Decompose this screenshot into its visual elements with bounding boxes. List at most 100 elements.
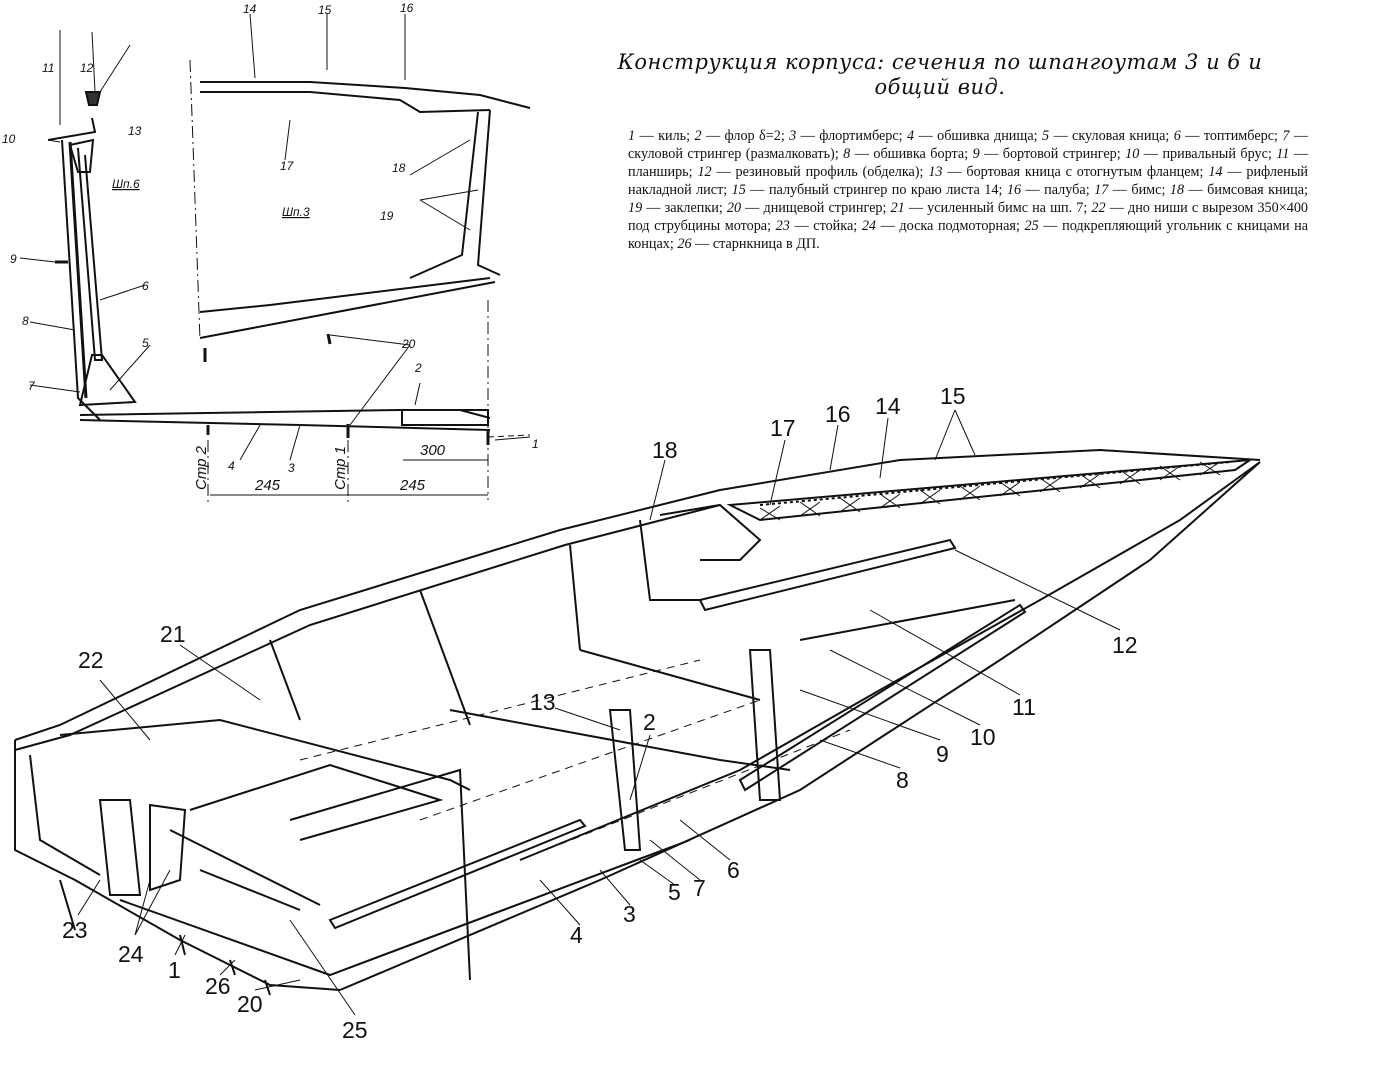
legend-text: бортовая кница с отогнутым фланцем — [966, 164, 1200, 180]
legend-number: 1 — [628, 128, 636, 144]
label-1: 1 — [532, 437, 539, 451]
legend-item: 19 — заклепки; — [628, 200, 727, 216]
legend-item: 18 — бимсовая кница; — [1169, 182, 1309, 198]
label-12: 12 — [1112, 632, 1138, 658]
label-26: 26 — [205, 973, 231, 999]
legend-text: флортимберс — [819, 128, 899, 144]
legend-number: 14 — [1208, 164, 1223, 180]
legend-number: 10 — [1125, 146, 1140, 162]
label-22: 22 — [78, 647, 104, 673]
legend-text: скуловая кница — [1072, 128, 1166, 144]
legend-item: 25 — подкрепляющий угольник с кницами на… — [628, 218, 1309, 252]
label-20: 20 — [401, 337, 416, 351]
legend-text: доска подмоторная — [899, 218, 1016, 234]
legend-text: стойка — [813, 218, 854, 234]
legend-text: топтимберс — [1203, 128, 1275, 144]
label-17: 17 — [280, 159, 295, 173]
legend-item: 6 — топтимберс; — [1173, 128, 1283, 144]
legend-item: 23 — стойка; — [775, 218, 862, 234]
stringer-1-label: Стр 1 — [332, 446, 349, 490]
legend-text: скуловой стрингер (размалковать) — [628, 146, 835, 162]
centerlines — [189, 59, 489, 505]
label-9: 9 — [936, 741, 949, 767]
legend-item: 15 — палубный стрингер по краю листа 14; — [731, 182, 1007, 198]
label-8: 8 — [896, 767, 909, 793]
legend-number: 21 — [890, 200, 905, 216]
legend-number: 11 — [1276, 146, 1290, 162]
legend-item: 5 — скуловая кница; — [1041, 128, 1174, 144]
legend-item: 1 — киль; — [628, 128, 695, 144]
legend-text: резиновый профиль (обделка) — [735, 164, 920, 180]
label-15: 15 — [318, 3, 332, 17]
legend-text: заклепки — [664, 200, 719, 216]
legend-item: 9 — бортовой стрингер; — [972, 146, 1126, 162]
legend-number: 8 — [843, 146, 851, 162]
legend-number: 7 — [1282, 128, 1290, 144]
legend-text: привальный брус — [1162, 146, 1268, 162]
legend-text: бимс — [1131, 182, 1162, 198]
label-18: 18 — [392, 161, 406, 175]
legend-text: бортовой стрингер — [1002, 146, 1117, 162]
frame-6-label: Шп.6 — [112, 177, 140, 191]
legend-number: 13 — [928, 164, 943, 180]
label-5: 5 — [668, 879, 681, 905]
legend-text: днищевой стрингер — [763, 200, 883, 216]
dimension-245-left: 245 — [254, 477, 281, 494]
label-23: 23 — [62, 917, 88, 943]
section-frame-3 — [79, 81, 531, 445]
label-11: 11 — [42, 61, 54, 75]
main-leaders — [77, 409, 1121, 1016]
legend-item: 13 — бортовая кница с отогнутым фланцем; — [928, 164, 1209, 180]
legend-text: усиленный бимс на шп. 7 — [927, 200, 1084, 216]
dimension-300: 300 — [420, 442, 446, 459]
frame-3-label: Шп.3 — [282, 205, 310, 219]
legend-item: 14 — рифленый накладной лист; — [628, 164, 1308, 198]
label-13: 13 — [530, 689, 556, 715]
legend-text: флор δ=2 — [724, 128, 781, 144]
legend-text: киль — [658, 128, 687, 144]
legend-number: 15 — [731, 182, 746, 198]
label-25: 25 — [342, 1017, 368, 1043]
legend-number: 4 — [907, 128, 915, 144]
legend-text: подкрепляющий угольник с кницами на конц… — [628, 218, 1309, 252]
legend-number: 3 — [789, 128, 797, 144]
hull-hidden-lines — [299, 659, 851, 861]
legend-number: 2 — [694, 128, 702, 144]
label-4: 4 — [228, 459, 235, 473]
label-13: 13 — [128, 124, 142, 138]
legend-item: 8 — обшивка борта; — [843, 146, 973, 162]
label-15: 15 — [940, 383, 966, 409]
label-24: 24 — [118, 941, 144, 967]
legend-number: 18 — [1169, 182, 1185, 198]
legend-number: 6 — [1173, 128, 1181, 144]
legend-item: 7 — скуловой стрингер (размалковать); — [628, 128, 1309, 162]
legend-number: 23 — [775, 218, 790, 234]
legend-item: 21 — усиленный бимс на шп. 7; — [890, 200, 1092, 216]
dimension-245-right: 245 — [399, 477, 426, 494]
legend-text: бимсовая кница — [1207, 182, 1305, 198]
parts-legend: 1 — киль; 2 — флор δ=2; 3 — флортимберс;… — [628, 127, 1308, 253]
legend-item: 16 — палуба; — [1006, 182, 1095, 198]
legend-number: 19 — [628, 200, 643, 216]
legend-number: 9 — [972, 146, 980, 162]
label-1: 1 — [168, 957, 181, 983]
legend-text: обшивка днища — [937, 128, 1034, 144]
legend-text: планширь — [628, 164, 689, 180]
legend-text: дно ниши с вырезом 350×400 под струбцины… — [628, 200, 1309, 234]
legend-item: 26 — старнкница в ДП. — [677, 236, 820, 252]
label-14: 14 — [875, 393, 901, 419]
section-leaders — [19, 13, 531, 461]
legend-number: 20 — [726, 200, 742, 216]
legend-item: 4 — обшивка днища; — [907, 128, 1042, 144]
label-14: 14 — [243, 2, 257, 16]
label-3: 3 — [623, 901, 636, 927]
label-20: 20 — [237, 991, 263, 1017]
main-view-labels: 18 17 16 14 15 12 11 10 9 8 22 21 13 2 6… — [62, 383, 1138, 1043]
legend-item: 3 — флортимберс; — [789, 128, 908, 144]
label-19: 19 — [380, 209, 394, 223]
label-3: 3 — [288, 461, 295, 475]
label-6: 6 — [142, 279, 149, 293]
label-8: 8 — [22, 314, 29, 328]
legend-text: рифленый накладной лист — [628, 164, 1308, 198]
legend-item: 17 — бимс; — [1094, 182, 1170, 198]
